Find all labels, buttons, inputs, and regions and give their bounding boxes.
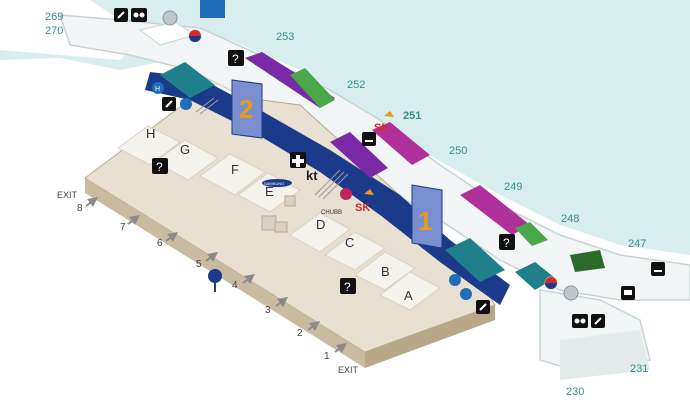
- counter-blocks: [117, 125, 441, 311]
- hana-bank-icon: [449, 274, 461, 286]
- hana-bank-icon: H: [152, 82, 164, 94]
- baggage-wrap-icon[interactable]: [591, 314, 605, 328]
- gate-250-label: 250: [449, 145, 467, 157]
- counter-G-label: G: [180, 142, 190, 157]
- chubb-logo-icon: CHUBB: [321, 210, 342, 216]
- gate-230-label: 230: [566, 386, 584, 398]
- gate-247-label: 247: [628, 238, 646, 250]
- korean-flag-icon: [544, 276, 558, 290]
- svg-text:SAMSUNG: SAMSUNG: [264, 181, 284, 186]
- lane-7-label: 7: [120, 222, 126, 233]
- location-pin-icon[interactable]: [208, 269, 222, 292]
- gate-labels: 269 270 253 252 251 250 249 248 247 231 …: [45, 11, 648, 398]
- lane-2-label: 2: [297, 328, 303, 339]
- lounge-250: [372, 122, 430, 165]
- exit-label-top: EXIT: [57, 190, 78, 200]
- currency-exchange-icon[interactable]: [572, 314, 588, 328]
- lounge-251: [330, 132, 388, 178]
- hana-bank-icon: [460, 288, 472, 300]
- lane-labels: 8 7 6 5 4 3 2 1: [77, 203, 330, 362]
- zone-1-label: 1: [418, 206, 432, 236]
- smoking-room-icon[interactable]: [362, 132, 376, 146]
- counter-labels: H G F E D C B A: [146, 126, 413, 303]
- lane-5-label: 5: [196, 259, 202, 270]
- zone-2-label: 2: [239, 94, 253, 124]
- lane-1-label: 1: [324, 351, 330, 362]
- kt-logo-icon: kt: [306, 168, 318, 183]
- svg-text:SK: SK: [355, 202, 370, 214]
- lounge-248: [570, 250, 605, 272]
- svg-text:?: ?: [344, 280, 351, 294]
- svg-text:?: ?: [232, 52, 239, 66]
- info-icon[interactable]: ?: [340, 278, 356, 294]
- svg-text:SK: SK: [374, 122, 389, 134]
- gate-251-label: 251: [403, 110, 421, 122]
- svg-text:H: H: [155, 86, 160, 93]
- teal-pier-253: [160, 62, 215, 98]
- globe-sculpture: [563, 285, 579, 301]
- counter-F-label: F: [231, 162, 239, 177]
- gate-270-label: 270: [45, 25, 63, 37]
- departure-floor-side-right: [365, 305, 495, 368]
- info-icon[interactable]: ?: [499, 234, 515, 250]
- lounge-249: [460, 185, 530, 235]
- baggage-wrap-icon[interactable]: [162, 97, 176, 111]
- samsung-logo-icon: SAMSUNG: [262, 179, 292, 187]
- teal-pier-1: [445, 238, 505, 282]
- gate-269-label: 269: [45, 11, 63, 23]
- concourse-lower-edge: [560, 330, 650, 380]
- counter-E-label: E: [265, 184, 274, 199]
- zone-2-tower: [231, 79, 263, 139]
- atm-icon[interactable]: [621, 286, 635, 300]
- lane-arrows: [85, 197, 347, 353]
- lane-3-label: 3: [265, 305, 271, 316]
- upper-building-blue: [200, 0, 225, 18]
- globe-sculpture: [162, 10, 178, 26]
- currency-exchange-icon[interactable]: [131, 8, 147, 22]
- lane-8-label: 8: [77, 203, 83, 214]
- lane-4-label: 4: [232, 280, 238, 291]
- sk-telecom-icon: SK: [374, 111, 394, 134]
- info-icon[interactable]: ?: [152, 158, 168, 174]
- lg-uplus-icon: [340, 188, 352, 200]
- gate-231-label: 231: [630, 363, 648, 375]
- pharmacy-icon[interactable]: [290, 152, 306, 168]
- counter-D-label: D: [316, 217, 325, 232]
- stairs: [261, 195, 296, 233]
- counter-C-label: C: [345, 235, 354, 250]
- svg-text:?: ?: [156, 160, 163, 174]
- svg-text:?: ?: [503, 236, 510, 250]
- lane-6-label: 6: [157, 238, 163, 249]
- departure-floor-side-front: [85, 178, 365, 368]
- counter-B-label: B: [381, 264, 390, 279]
- counter-A-label: A: [404, 288, 413, 303]
- counter-H-label: H: [146, 126, 155, 141]
- lounge-252-green: [290, 68, 335, 108]
- gate-253-label: 253: [276, 31, 294, 43]
- smoking-room-icon[interactable]: [651, 262, 665, 276]
- zone-1-tower: [411, 184, 443, 249]
- escalator: [314, 169, 349, 200]
- info-icon[interactable]: ?: [228, 50, 244, 66]
- exit-label-bottom: EXIT: [338, 365, 359, 375]
- korean-flag-icon: [188, 29, 202, 43]
- baggage-wrap-icon[interactable]: [476, 300, 490, 314]
- baggage-wrap-icon[interactable]: [114, 8, 128, 22]
- lounge-249-green: [515, 222, 548, 246]
- gate-248-label: 248: [561, 213, 579, 225]
- escalator: [195, 97, 219, 115]
- gate-building-strip: [145, 72, 510, 305]
- sk-telecom-icon: SK: [355, 189, 374, 214]
- hana-bank-icon: [180, 98, 192, 110]
- gate-249-label: 249: [504, 181, 522, 193]
- gate-252-label: 252: [347, 79, 365, 91]
